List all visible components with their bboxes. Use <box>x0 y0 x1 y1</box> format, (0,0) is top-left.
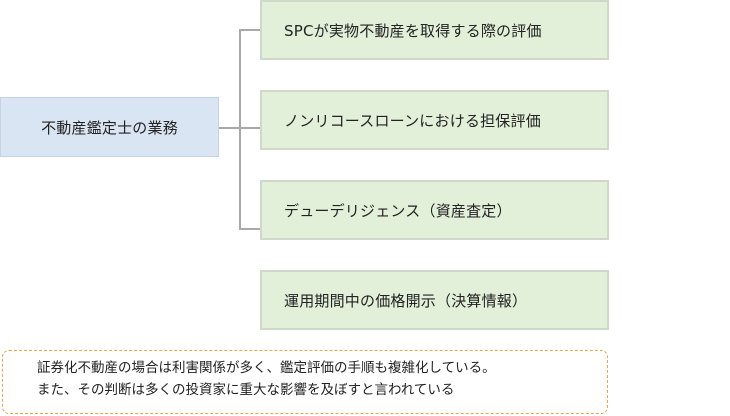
task-node-due-diligence: デューデリジェンス（資産査定） <box>260 180 609 240</box>
connector-branch-3 <box>239 228 260 230</box>
note-line-1: 証券化不動産の場合は利害関係が多く、鑑定評価の手順も複雑化している。 <box>37 360 496 376</box>
connector-branch-1 <box>239 29 260 31</box>
task-node-label: デューデリジェンス（資産査定） <box>284 201 512 220</box>
connector-root-to-spine <box>219 127 240 129</box>
note-box: 証券化不動産の場合は利害関係が多く、鑑定評価の手順も複雑化している。 また、その… <box>2 350 608 414</box>
task-node-nonrecourse-collateral: ノンリコースローンにおける担保評価 <box>260 90 609 150</box>
task-node-price-disclosure: 運用期間中の価格開示（決算情報） <box>260 270 609 330</box>
connector-branch-2 <box>239 127 260 129</box>
note-line-2: また、その判断は多くの投資家に重大な影響を及ぼすと言われている <box>37 382 455 398</box>
root-node-label: 不動産鑑定士の業務 <box>41 118 178 137</box>
task-node-label: 運用期間中の価格開示（決算情報） <box>284 291 528 310</box>
root-node: 不動産鑑定士の業務 <box>0 97 219 157</box>
task-node-label: ノンリコースローンにおける担保評価 <box>284 111 541 130</box>
task-node-spc-acquisition: SPCが実物不動産を取得する際の評価 <box>260 0 609 60</box>
connector-spine <box>239 29 241 229</box>
task-node-label: SPCが実物不動産を取得する際の評価 <box>284 21 542 40</box>
